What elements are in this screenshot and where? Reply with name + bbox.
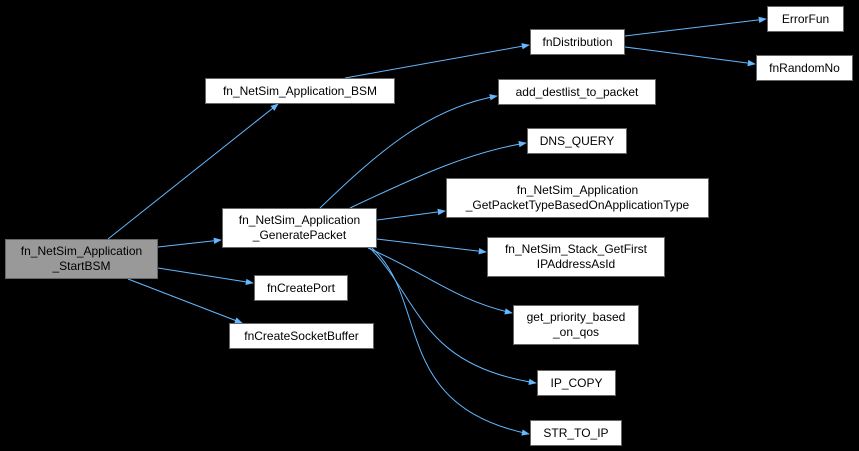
edge-root-to-bsm [107,103,279,240]
edge-bsm-to-dist [344,43,530,79]
node-fn-netsim-application-getpackettypebasedonapplicationtype[interactable]: fn_NetSim_Application _GetPacketTypeBase… [446,178,709,218]
node-label-line: fn_NetSim_Stack_GetFirst [504,242,648,256]
edge-gen-to-prio [367,247,513,315]
node-label-line: fn_NetSim_Application [238,213,361,227]
node-errorfun[interactable]: ErrorFun [767,6,844,32]
node-str-to-ip[interactable]: STR_TO_IP [530,420,622,446]
node-label: fnRandomNo [769,60,840,75]
node-fndistribution[interactable]: fnDistribution [530,29,625,55]
edge-root-to-gen [157,237,222,248]
node-label-line: get_priority_based [526,310,626,324]
node-label: ErrorFun [781,11,830,26]
edge-gen-to-stack [376,238,487,255]
node-label: fnCreateSocketBuffer [244,328,359,343]
node-label: IP_COPY [550,375,603,390]
edge-gen-to-ptype [376,208,446,221]
node-ip-copy[interactable]: IP_COPY [537,370,616,396]
edge-gen-to-strip [371,247,530,436]
node-fn-netsim-application-bsm[interactable]: fn_NetSim_Application_BSM [205,78,395,104]
edge-gen-to-ipcopy [369,247,537,386]
node-get-priority-based-on-qos[interactable]: get_priority_based _on_qos [513,305,639,345]
node-label: STR_TO_IP [543,425,609,440]
node-label-line: _on_qos [552,325,600,339]
edge-dist-to-rand [624,46,756,67]
node-dns-query[interactable]: DNS_QUERY [527,128,627,154]
edge-gen-to-dns [349,140,527,209]
node-label: fnCreatePort [266,280,336,295]
node-fn-netsim-stack-getfirstipaddressasid[interactable]: fn_NetSim_Stack_GetFirst IPAddressAsId [487,237,665,277]
node-label: DNS_QUERY [539,133,615,148]
node-fn-netsim-application-generatepacket[interactable]: fn_NetSim_Application _GeneratePacket [222,208,377,248]
node-label-line: IPAddressAsId [536,257,616,271]
node-label-line: _GeneratePacket [252,228,347,242]
edge-root-to-port [157,267,254,286]
node-label: add_destlist_to_packet [515,84,639,99]
node-label-line: fn_NetSim_Application [20,244,143,258]
node-fnrandomno[interactable]: fnRandomNo [756,55,853,81]
node-label-line: fn_NetSim_Application [516,183,639,197]
node-fncreatesocketbuffer[interactable]: fnCreateSocketBuffer [229,323,374,349]
node-add-destlist-to-packet[interactable]: add_destlist_to_packet [498,79,656,105]
edge-dist-to-err [624,16,767,37]
node-label-line: _GetPacketTypeBasedOnApplicationType [465,198,690,212]
node-label: fn_NetSim_Application_BSM [222,83,378,98]
node-fn-netsim-application-startbsm: fn_NetSim_Application _StartBSM [5,239,158,279]
edge-root-to-sockbuf [127,278,243,324]
node-label-line: _StartBSM [52,259,111,273]
node-label: fnDistribution [542,34,613,49]
node-fncreateport[interactable]: fnCreatePort [254,275,348,301]
edge-gen-to-dest [319,94,498,209]
